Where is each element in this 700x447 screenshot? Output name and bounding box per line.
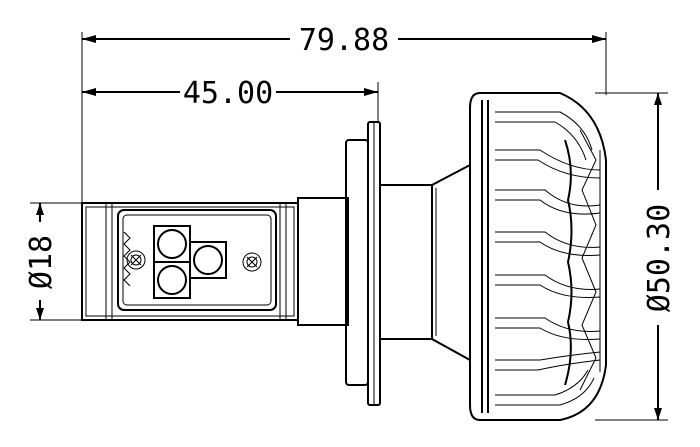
base-length-label: 45.00 bbox=[183, 76, 273, 111]
heat-sink-fins bbox=[495, 111, 601, 406]
led-chip-board bbox=[117, 209, 277, 311]
base-diameter-label: Ø18 bbox=[24, 235, 59, 289]
led-diode-top bbox=[153, 225, 191, 263]
led-diode-middle bbox=[189, 241, 227, 279]
overall-length-dimension: 79.88 bbox=[81, 23, 607, 205]
chip-screw-right bbox=[242, 252, 262, 272]
led-diode-bottom bbox=[153, 261, 191, 299]
base-length-dimension: 45.00 bbox=[82, 76, 379, 122]
base-diameter-dimension: Ø18 bbox=[24, 202, 82, 321]
head-diameter-label: Ø50.30 bbox=[642, 204, 677, 312]
mounting-collar bbox=[297, 121, 381, 406]
chip-screw-left bbox=[126, 250, 146, 270]
heat-sink-head bbox=[469, 92, 607, 421]
head-diameter-dimension: Ø50.30 bbox=[595, 92, 677, 421]
neck bbox=[379, 163, 471, 362]
overall-length-label: 79.88 bbox=[299, 23, 389, 58]
